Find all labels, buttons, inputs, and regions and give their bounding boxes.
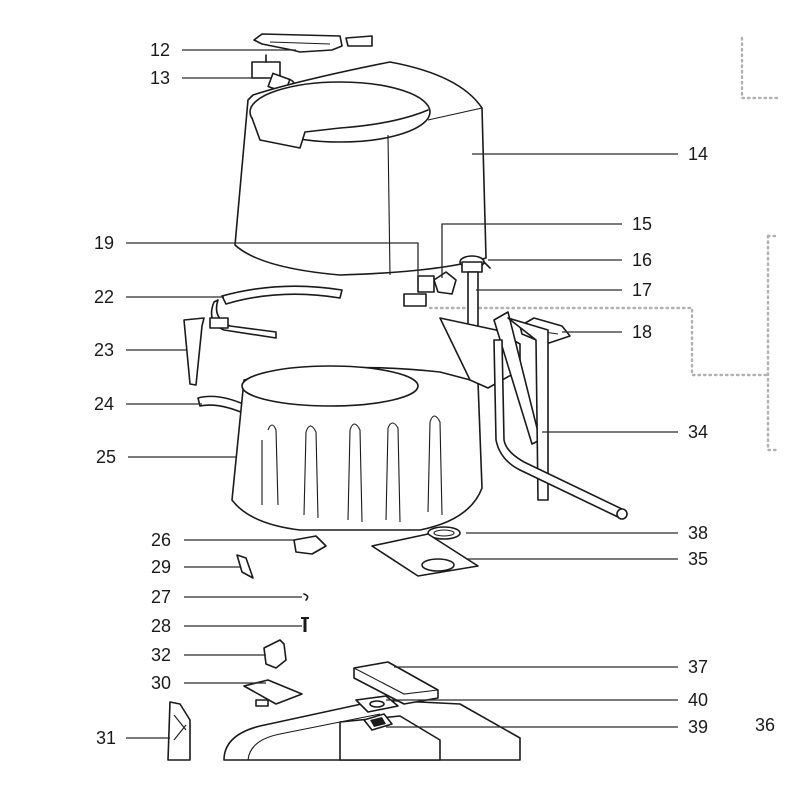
part-30-board — [243, 679, 303, 707]
callout-37: 37 — [688, 657, 709, 677]
callout-16: 16 — [632, 250, 653, 270]
callout-39: 39 — [688, 717, 709, 737]
callout-32: 32 — [151, 645, 172, 665]
part-27-hook — [303, 593, 309, 601]
part-31-bracket — [167, 701, 191, 761]
callout-13: 13 — [150, 68, 171, 88]
callout-31: 31 — [96, 728, 117, 748]
callout-28: 28 — [151, 616, 172, 636]
callout-19: 19 — [94, 233, 115, 253]
callout-24: 24 — [94, 394, 115, 414]
part-32-sensor — [263, 639, 287, 669]
part-29-flap — [236, 554, 254, 579]
part-19-valve — [403, 275, 435, 307]
part-12-top-piece — [253, 33, 373, 53]
callout-17: 17 — [632, 280, 653, 300]
part-34-pipe — [493, 339, 628, 520]
part-39-pump — [363, 713, 393, 731]
part-22-ring — [209, 285, 343, 339]
callout-27: 27 — [151, 587, 172, 607]
callout-34: 34 — [688, 422, 709, 442]
part-26-clip — [293, 535, 327, 555]
part-35-plate — [371, 533, 479, 577]
callout-30: 30 — [151, 673, 172, 693]
part-23-wedge — [183, 317, 205, 386]
part-37-cover — [353, 661, 439, 705]
callout-22: 22 — [94, 287, 115, 307]
callout-29: 29 — [151, 557, 172, 577]
callout-40: 40 — [688, 690, 709, 710]
callout-18: 18 — [632, 322, 653, 342]
callout-15: 15 — [632, 214, 653, 234]
callout-36: 36 — [755, 715, 776, 735]
part-14-tank — [234, 61, 487, 276]
dotted-guides — [428, 36, 782, 452]
callout-35: 35 — [688, 549, 709, 569]
callout-23: 23 — [94, 340, 115, 360]
part-15-fitting — [433, 271, 457, 295]
leader-lines — [126, 49, 678, 739]
callout-38: 38 — [688, 523, 709, 543]
part-16-cap — [459, 255, 491, 273]
part-25-bucket — [231, 365, 483, 531]
callout-12: 12 — [150, 40, 171, 60]
callout-26: 26 — [151, 530, 172, 550]
part-28-screw — [301, 617, 309, 632]
callout-25: 25 — [96, 447, 117, 467]
callout-14: 14 — [688, 144, 709, 164]
part-38-seal — [427, 526, 461, 540]
